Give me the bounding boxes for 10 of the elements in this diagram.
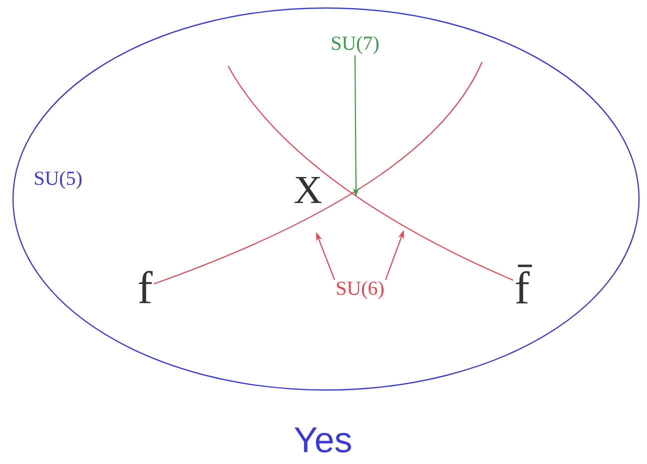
- particle-label: f̄: [516, 264, 532, 304]
- arrow-label: SU(7): [332, 36, 378, 54]
- particle-label: f: [138, 270, 153, 304]
- arrow-label: SU(6): [336, 280, 384, 300]
- particle-label: X: [294, 176, 322, 204]
- group-label: SU(5): [34, 170, 82, 190]
- curve: [154, 62, 482, 284]
- ellipse: [12, 7, 640, 391]
- curve: [228, 66, 514, 281]
- caption: Yes: [294, 427, 351, 452]
